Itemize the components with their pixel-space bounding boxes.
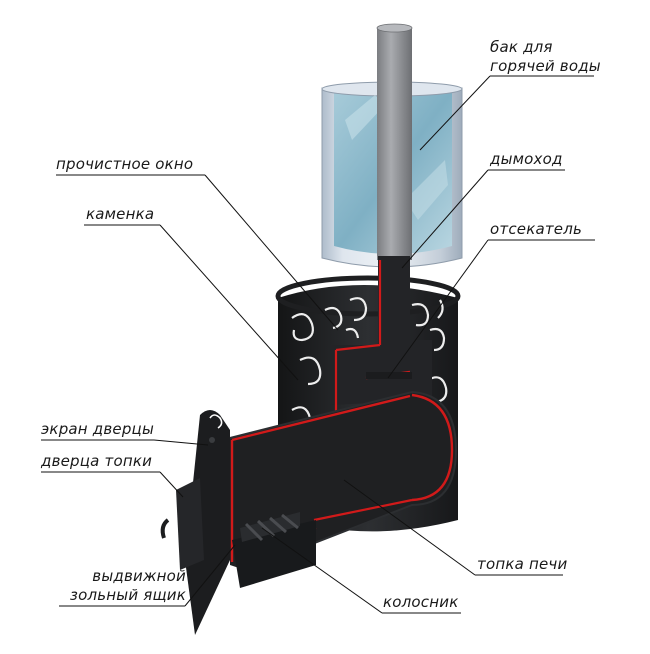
flue-section [330, 256, 432, 415]
label-chimney: дымоход [490, 150, 563, 168]
firebox-door [160, 410, 230, 635]
label-ash-drawer-line2: зольный ящик [69, 586, 186, 604]
label-door-screen: экран дверцы [41, 420, 154, 438]
label-water-tank: бак для горячей воды [490, 38, 601, 76]
label-heater-stones: каменка [86, 205, 155, 223]
label-firebox-door: дверца топки [41, 452, 153, 470]
label-firebox: топка печи [477, 555, 568, 573]
leader-lines [41, 75, 595, 614]
ash-drawer [232, 512, 316, 588]
label-water-tank-line1: бак для [490, 38, 553, 56]
label-cleaning-window: прочистное окно [56, 155, 194, 173]
label-cutoff: отсекатель [490, 220, 583, 238]
label-grate: колосник [383, 593, 459, 611]
label-water-tank-line2: горячей воды [490, 57, 601, 75]
label-ash-drawer-line1: выдвижной [92, 567, 186, 585]
chimney-pipe [376, 23, 413, 260]
label-ash-drawer: выдвижной зольный ящик [60, 567, 186, 605]
